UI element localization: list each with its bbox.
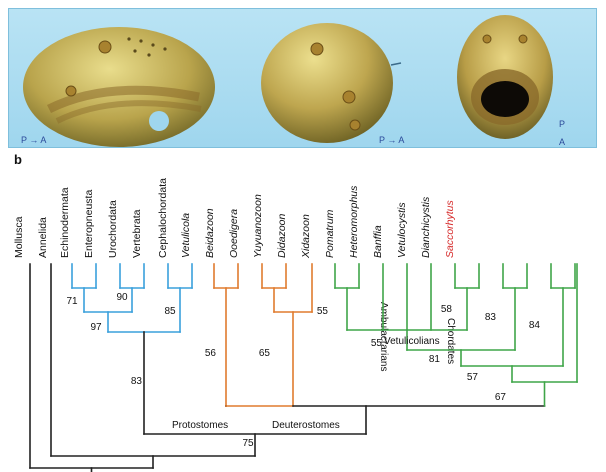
fossil-reconstruction-panel: P → A P → A P A [8, 8, 597, 148]
taxon-label: Enteropneusta [83, 190, 95, 258]
orientation-label-3-bottom: A [559, 137, 566, 147]
support-value: 83 [131, 376, 143, 387]
panel-letter-b: b [14, 152, 22, 167]
taxon-label: Urochordata [107, 200, 119, 258]
taxon-label: Dianchicystis [420, 196, 432, 258]
taxon-label: Banffia [372, 225, 384, 258]
taxon-label: Beidazoon [204, 208, 216, 258]
taxon-label: Annelida [37, 217, 49, 258]
taxon-label: Ooedigera [228, 209, 240, 258]
support-value: 67 [495, 392, 507, 403]
taxon-label: Vertebrata [131, 209, 143, 258]
support-value: 97 [90, 322, 102, 333]
saccorhytus-anterior-view [457, 15, 553, 139]
support-value: 55 [317, 306, 329, 317]
taxon-label: Pomatrum [324, 209, 336, 258]
support-value: 75 [242, 438, 254, 449]
clade-label-ambulacrarians: Ambulacrarians [378, 302, 389, 371]
taxon-label: Mollusca [13, 216, 25, 258]
clade-label-protostomes: Protostomes [172, 420, 228, 431]
clade-label-chordates: Chordates [445, 318, 456, 364]
support-value: 85 [164, 306, 176, 317]
support-value: 65 [259, 348, 271, 359]
taxon-label: Priapulida [0, 211, 1, 258]
support-value: 57 [467, 372, 479, 383]
taxon-label: Yuyuanozoon [252, 194, 264, 258]
orientation-label-1: P → A [21, 135, 47, 145]
clade-label-deuterostomes: Deuterostomes [272, 420, 340, 431]
taxon-label: Didazoon [276, 213, 288, 258]
support-value: 71 [66, 296, 78, 307]
support-value: 83 [485, 312, 497, 323]
support-value: 58 [441, 304, 453, 315]
saccorhytus-lateral-view [23, 27, 215, 147]
taxon-label: Xidazoon [300, 214, 312, 259]
phylogenetic-tree: CnidariaAcoelomorphaArthropodaOnychophor… [0, 178, 578, 472]
support-value: 90 [116, 292, 128, 303]
orientation-label-2: P → A [379, 135, 405, 145]
fossil-illustrations [23, 15, 553, 147]
saccorhytus-dorsal-view [261, 23, 402, 143]
clade-label-vetulicolians: Vetulicolians [384, 336, 440, 347]
support-value: 56 [205, 348, 217, 359]
taxon-label: Heteromorphus [348, 185, 360, 258]
support-value: 81 [429, 354, 441, 365]
support-value: 55 [371, 338, 383, 349]
support-value: 84 [529, 320, 541, 331]
taxon-label: Vetulicola [180, 213, 192, 258]
taxon-label: Echinodermata [59, 187, 71, 258]
orientation-label-3-top: P [559, 119, 566, 129]
taxon-label: Vetulocystis [396, 202, 408, 258]
taxon-label: Saccorhytus [444, 199, 456, 258]
taxon-label: Cephalochordata [157, 178, 169, 258]
